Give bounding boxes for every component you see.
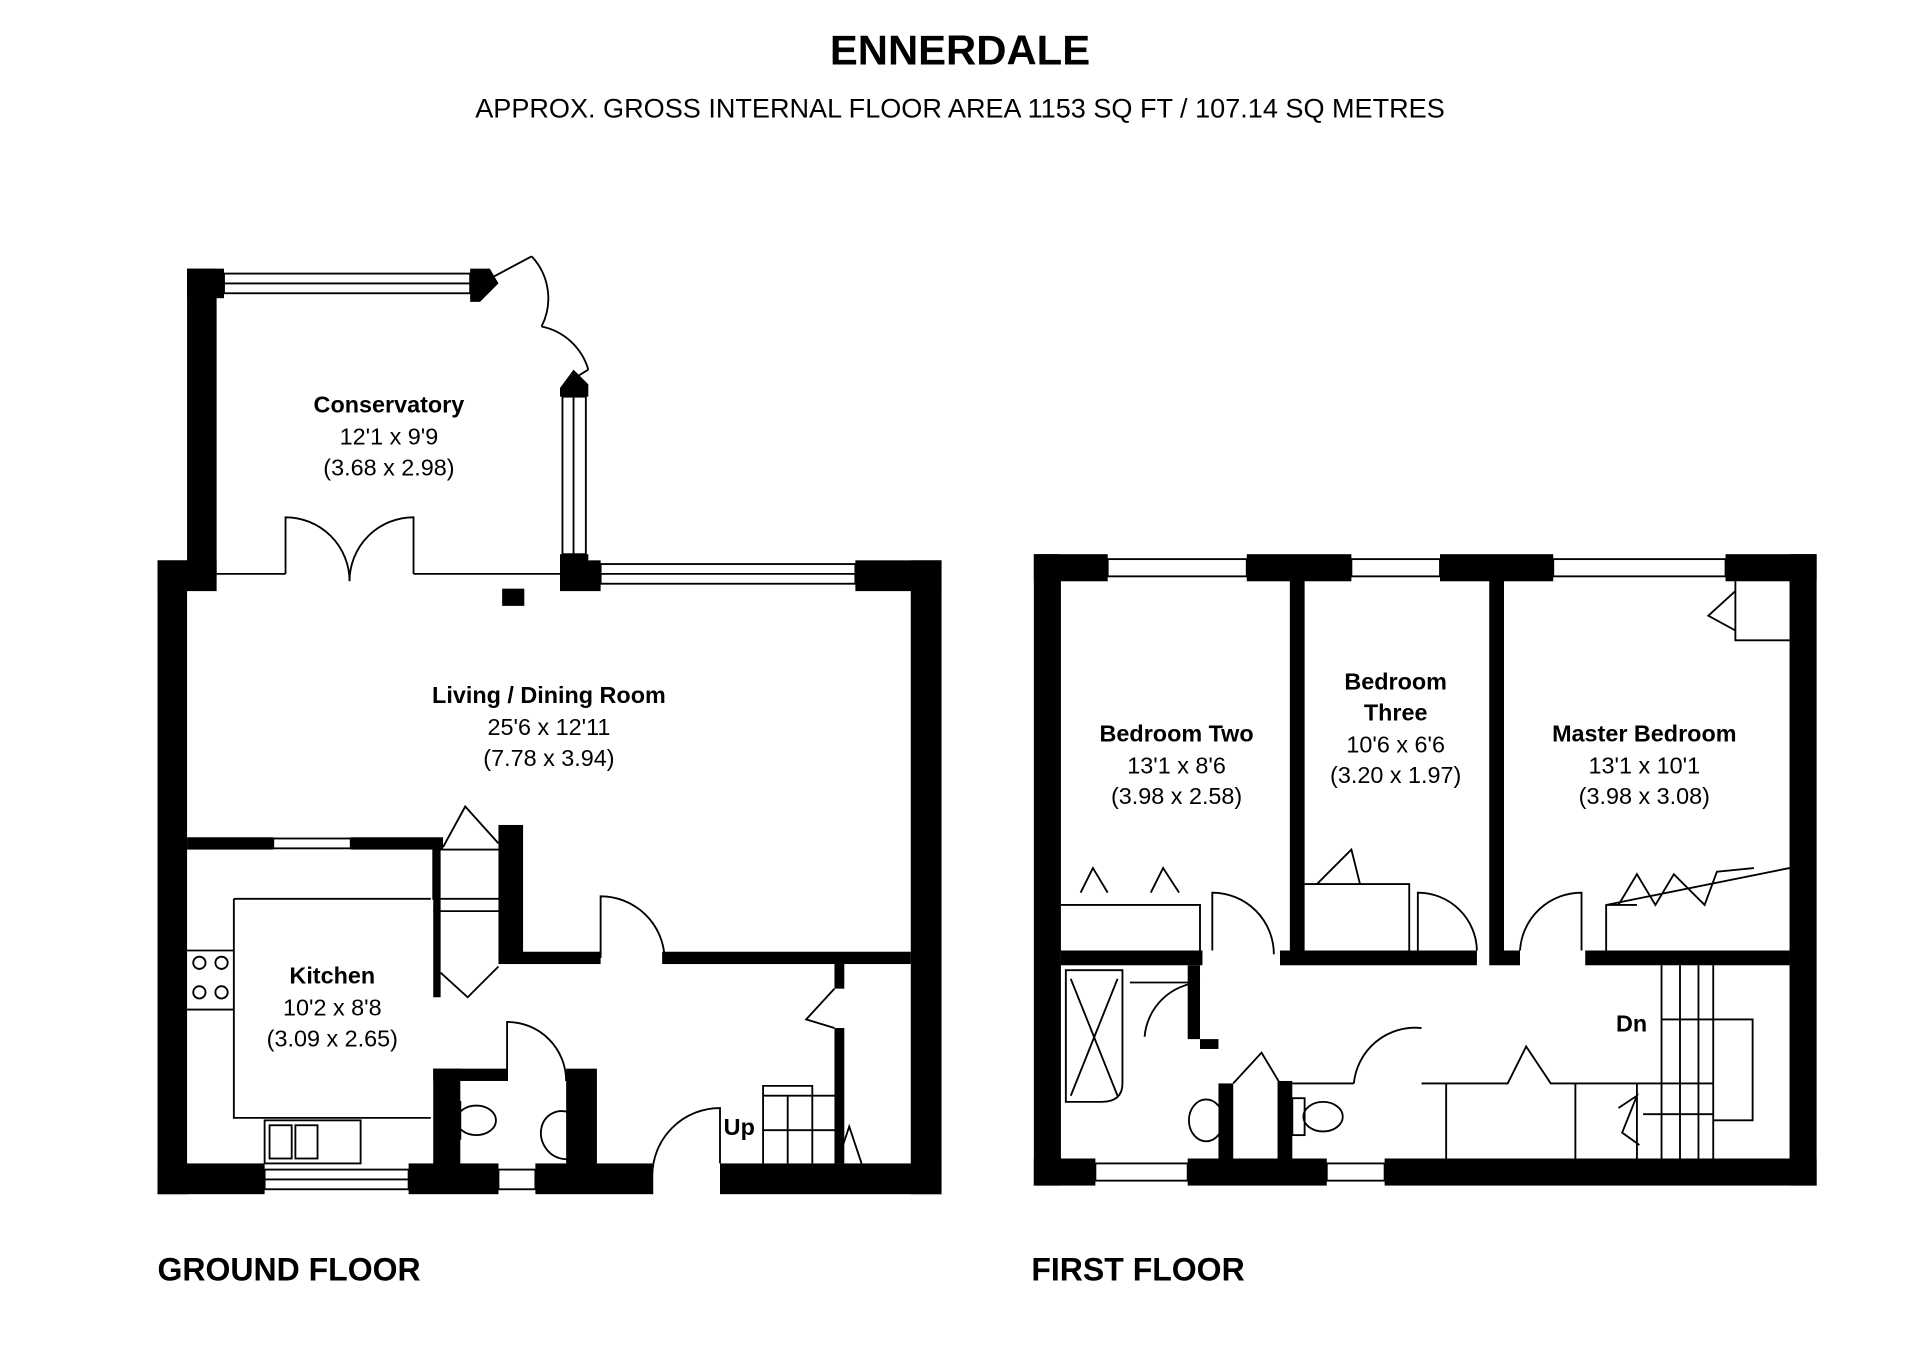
room-size-metric: (3.98 x 2.58) [1111,783,1242,809]
first-floor-label: FIRST FLOOR [1031,1251,1244,1287]
basin-icon [539,1110,588,1161]
room-bedroom-two: Bedroom Two 13'1 x 8'6 (3.98 x 2.58) [1100,720,1254,809]
room-size-imperial: 10'6 x 6'6 [1346,731,1445,757]
room-size-imperial: 25'6 x 12'11 [487,714,610,740]
toilet-icon [444,1100,497,1140]
room-size-metric: (3.09 x 2.65) [267,1026,398,1052]
room-size-metric: (3.98 x 3.08) [1579,783,1710,809]
basin-icon [1188,1098,1225,1143]
room-kitchen: Kitchen 10'2 x 8'8 (3.09 x 2.65) [267,963,398,1052]
room-conservatory: Conservatory 12'1 x 9'9 (3.68 x 2.98) [314,392,465,481]
stairs-up-label: Up [724,1114,755,1140]
room-living-dining: Living / Dining Room 25'6 x 12'11 (7.78 … [432,682,666,771]
room-name-line2: Three [1364,699,1428,725]
sink-icon [263,1119,362,1165]
room-bedroom-three: Bedroom Three 10'6 x 6'6 (3.20 x 1.97) [1330,669,1461,789]
room-size-metric: (7.78 x 3.94) [483,745,614,771]
room-name: Bedroom Two [1100,720,1254,746]
hob-icon [192,955,229,1000]
room-name: Kitchen [289,963,375,989]
shower-tray-icon [1064,969,1124,1103]
room-size-metric: (3.68 x 2.98) [323,454,454,480]
room-name: Bedroom [1344,669,1447,695]
toilet-icon [1291,1097,1344,1137]
first-floor-plan: Dn Bedroom Two 13'1 x 8'6 (3.98 x 2.58) … [1031,554,1817,1287]
plan-title: ENNERDALE [830,26,1090,73]
room-size-imperial: 13'1 x 10'1 [1589,752,1701,778]
room-size-imperial: 13'1 x 8'6 [1127,752,1226,778]
room-name: Master Bedroom [1552,720,1736,746]
room-name: Conservatory [314,392,465,418]
room-size-imperial: 12'1 x 9'9 [340,424,439,450]
floor-area-subtitle: APPROX. GROSS INTERNAL FLOOR AREA 1153 S… [475,92,1445,123]
room-size-imperial: 10'2 x 8'8 [283,995,382,1021]
room-name: Living / Dining Room [432,682,666,708]
ground-floor-label: GROUND FLOOR [158,1251,421,1287]
ground-floor-plan: Up Conservatory 12'1 x 9'9 (3.68 x 2.98)… [158,255,942,1287]
stairs-down-label: Dn [1616,1011,1647,1037]
room-size-metric: (3.20 x 1.97) [1330,762,1461,788]
room-master-bedroom: Master Bedroom 13'1 x 10'1 (3.98 x 3.08) [1552,720,1736,809]
staircase [1575,965,1754,1159]
